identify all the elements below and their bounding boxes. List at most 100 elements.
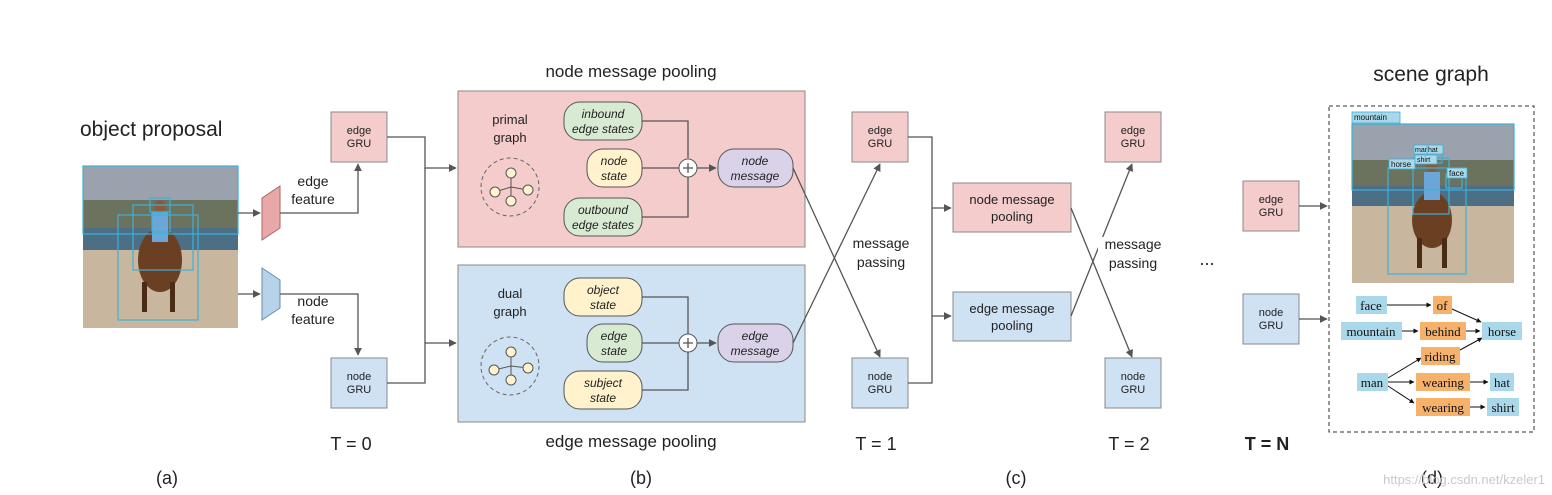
svg-text:GRU: GRU — [868, 384, 893, 396]
svg-text:pooling: pooling — [991, 209, 1033, 224]
sg-node-wearing-2: wearing — [1416, 398, 1470, 416]
node-message-pooling-box: node message pooling — [952, 182, 1072, 233]
svg-text:hat: hat — [1494, 375, 1510, 390]
edge-message-pooling-title: edge message pooling — [545, 432, 716, 451]
svg-text:GRU: GRU — [1259, 207, 1284, 219]
svg-text:pooling: pooling — [991, 318, 1033, 333]
photo-label-mountain: mountain — [1354, 113, 1387, 122]
time-label-tn: T = N — [1245, 434, 1290, 454]
dual-graph-icon — [480, 336, 540, 396]
svg-text:node: node — [347, 371, 371, 383]
photo-label-shirt: shirt — [1417, 157, 1430, 164]
primal-label-1: primal — [492, 112, 528, 127]
svg-text:edge message: edge message — [969, 301, 1054, 316]
sg-node-behind: behind — [1420, 322, 1466, 340]
svg-text:outbound: outbound — [578, 203, 628, 217]
sg-node-face: face — [1356, 296, 1387, 314]
svg-text:edge: edge — [742, 329, 769, 343]
photo-label-face: face — [1449, 169, 1465, 178]
svg-text:horse: horse — [1488, 324, 1516, 339]
svg-text:GRU: GRU — [868, 138, 893, 150]
pill-subject-state: subject state — [563, 370, 643, 410]
svg-text:node message: node message — [969, 192, 1054, 207]
time-label-t2: T = 2 — [1108, 434, 1149, 454]
time-label-t1: T = 1 — [855, 434, 896, 454]
edge-feature-trapezoid — [261, 185, 281, 241]
svg-text:man: man — [1361, 375, 1384, 390]
svg-text:edge states: edge states — [572, 218, 634, 232]
svg-text:wearing: wearing — [1422, 400, 1464, 415]
svg-text:GRU: GRU — [347, 138, 372, 150]
dual-label-1: dual — [498, 286, 523, 301]
message-passing-2-line1: message — [1105, 236, 1162, 252]
svg-text:behind: behind — [1425, 324, 1461, 339]
gru-edge-t0: edge GRU — [330, 111, 388, 163]
dual-sum-operator — [678, 333, 698, 353]
svg-text:edge: edge — [1259, 194, 1283, 206]
svg-text:subject: subject — [584, 376, 623, 390]
svg-text:edge: edge — [1121, 125, 1145, 137]
primal-label-2: graph — [493, 130, 526, 145]
caption-a: (a) — [156, 468, 178, 488]
message-passing-2-line2: passing — [1109, 255, 1157, 271]
primal-graph-icon — [480, 157, 540, 217]
primal-sum-operator — [678, 158, 698, 178]
caption-d: (d) — [1421, 468, 1443, 488]
sg-node-of: of — [1433, 296, 1452, 314]
gru-node-t2: node GRU — [1104, 357, 1162, 409]
watermark: https://blog.csdn.net/kzeler1 — [1383, 472, 1545, 487]
node-feature-label-1: node — [297, 293, 328, 309]
sg-node-riding: riding — [1421, 347, 1460, 365]
sg-node-mountain: mountain — [1341, 322, 1402, 340]
sg-node-wearing-1: wearing — [1416, 373, 1470, 391]
object-proposal-photo — [82, 165, 239, 328]
scene-graph-photo: mountain horse man hat shirt face — [1351, 111, 1515, 283]
edge-message-pooling-box: edge message pooling — [952, 291, 1072, 342]
sg-node-shirt: shirt — [1487, 398, 1519, 416]
message-passing-1-line2: passing — [857, 254, 905, 270]
svg-text:riding: riding — [1424, 349, 1456, 364]
photo-label-hat: hat — [1428, 147, 1438, 154]
sg-node-man: man — [1357, 373, 1388, 391]
message-passing-1-line1: message — [853, 235, 910, 251]
svg-text:state: state — [590, 391, 616, 405]
node-feature-trapezoid — [261, 267, 281, 321]
svg-text:node: node — [868, 371, 892, 383]
svg-text:state: state — [601, 169, 627, 183]
svg-text:node: node — [601, 154, 628, 168]
svg-text:GRU: GRU — [1121, 138, 1146, 150]
svg-text:edge states: edge states — [572, 122, 634, 136]
node-feature-label-2: feature — [291, 311, 335, 327]
svg-text:wearing: wearing — [1422, 375, 1464, 390]
pill-node-state: node state — [586, 148, 643, 188]
svg-text:node: node — [742, 154, 769, 168]
time-label-t0: T = 0 — [330, 434, 371, 454]
sg-node-horse: horse — [1482, 322, 1522, 340]
gru-edge-tn: edge GRU — [1242, 180, 1300, 232]
photo-label-horse: horse — [1391, 160, 1412, 169]
svg-text:message: message — [731, 344, 780, 358]
gru-node-t1: node GRU — [851, 357, 909, 409]
object-proposal-title: object proposal — [80, 118, 222, 141]
caption-c: (c) — [1006, 468, 1027, 488]
scene-graph-edges — [1387, 302, 1489, 410]
svg-text:edge: edge — [601, 329, 628, 343]
edge-feature-label-1: edge — [297, 173, 328, 189]
svg-text:shirt: shirt — [1491, 400, 1515, 415]
pill-object-state: object state — [563, 277, 643, 317]
svg-text:edge: edge — [868, 125, 892, 137]
svg-text:GRU: GRU — [1121, 384, 1146, 396]
svg-text:inbound: inbound — [582, 107, 625, 121]
gru-edge-t2: edge GRU — [1104, 111, 1162, 163]
ellipsis: ... — [1199, 249, 1214, 269]
node-message-pooling-title: node message pooling — [545, 62, 716, 81]
svg-text:mountain: mountain — [1346, 324, 1396, 339]
pill-edge-state: edge state — [586, 323, 643, 363]
svg-text:message: message — [731, 169, 780, 183]
sg-node-hat: hat — [1490, 373, 1514, 391]
photo-label-man: man — [1415, 147, 1429, 154]
scene-graph-frame — [1328, 105, 1535, 433]
gru-edge-t1: edge GRU — [851, 111, 909, 163]
edge-feature-label-2: feature — [291, 191, 335, 207]
caption-b: (b) — [630, 468, 652, 488]
